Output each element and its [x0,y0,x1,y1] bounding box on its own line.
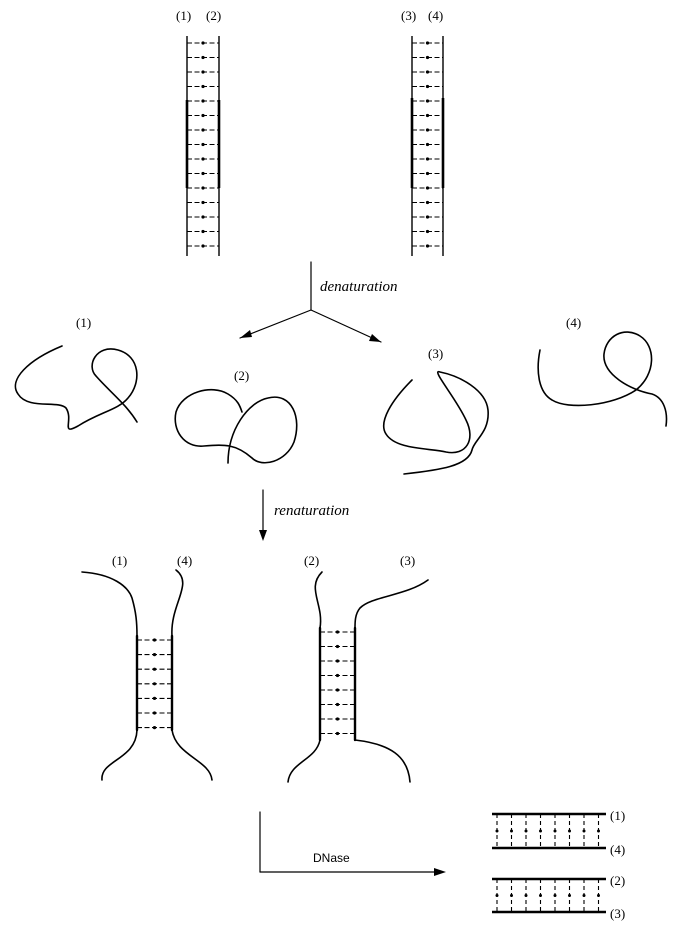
single-strand-1-label: (1) [76,315,91,330]
product-b-base-pair-6-bond-dot [568,894,571,897]
product-a-base-pair-8-bond-dot [597,829,600,833]
duplex-b-base-pair-12-bond-dot [425,200,430,205]
product-b-base-pair-8-bond-dot [597,894,600,897]
duplex-b-base-pair-10-bond-dot [425,171,430,176]
duplex-b-base-pair-1-bond-dot [425,41,430,45]
single-strand-4-label: (4) [566,315,581,330]
denaturation-label: denaturation [320,279,398,295]
hybrid-2-3-base-pair-8-bond-dot [335,731,340,736]
duplex-b-base-pair-15-bond-dot [425,244,430,248]
product-a-base-pair-4-bond-dot [539,829,542,833]
product-duplex-2-3 [492,877,606,914]
duplex-b-base-pair-13-bond-dot [425,215,430,219]
hybrid-2-3-base-pair-7-bond-dot [335,717,340,721]
single-strand-2 [174,388,298,464]
single-strand-3-label: (3) [428,346,443,361]
product-a-base-pair-6-bond-dot [568,829,571,833]
hybrid-2-3-left-label: (2) [304,553,319,568]
product-a-base-pair-7-bond-dot [582,829,586,833]
hybrid-2-3-right-label: (3) [400,553,415,568]
product-strand-4-label: (4) [610,842,625,857]
product-b-base-pair-3-bond-dot [524,894,528,897]
single-strand-2-label: (2) [234,368,249,383]
product-duplex-1-4 [492,812,606,850]
hybrid-2-3-base-pair-2-bond-dot [335,644,340,649]
hybrid-2-3 [287,571,429,783]
single-strand-1 [14,345,138,430]
duplex-a-base-pair-1-bond-dot [201,41,205,45]
product-b-base-pair-1-bond-dot [495,894,499,897]
product-b-base-pair-4-bond-dot [539,894,542,897]
product-strand-3-label: (3) [610,906,625,921]
product-b-base-pair-7-bond-dot [582,894,586,897]
hybrid-1-4-base-pair-7-bond-dot [152,726,157,730]
product-strand-2-label: (2) [610,873,625,888]
duplex-b-base-pair-8-bond-dot [425,142,430,147]
renaturation-arrow [259,489,267,541]
duplex-b-base-pair-11-bond-dot [425,186,430,190]
duplex-b-base-pair-2-bond-dot [425,55,430,60]
product-a-base-pair-2-bond-dot [510,829,513,833]
duplex-a-base-pair-6-bond-dot [201,113,205,118]
product-strand-1-label: (1) [610,808,625,823]
duplex-a-base-pair-13-bond-dot [201,215,205,219]
duplex-a-strand1-label: (1) [176,8,191,23]
duplex-a-base-pair-2-bond-dot [201,55,205,60]
duplex-b-base-pair-5-bond-dot [425,99,430,103]
hybrid-1-4-left-label: (1) [112,553,127,568]
renaturation-label: renaturation [274,503,349,519]
duplex-a-base-pair-5-bond-dot [201,99,205,103]
duplex-b-base-pair-9-bond-dot [425,157,430,161]
duplex-b-strand4-label: (4) [428,8,443,23]
duplex-a-base-pair-10-bond-dot [201,171,205,176]
hybrid-1-4-right-label: (4) [177,553,192,568]
hybrid-1-4-base-pair-2-bond-dot [152,653,157,657]
duplex-b-strand3-label: (3) [401,8,416,23]
duplex-a-base-pair-11-bond-dot [201,186,205,190]
duplex-a-base-pair-3-bond-dot [201,70,205,74]
hybrid-1-4-base-pair-1-bond-dot [152,638,157,642]
duplex-b-base-pair-14-bond-dot [425,229,430,234]
product-a-base-pair-1-bond-dot [495,829,499,833]
duplex-a-base-pair-4-bond-dot [201,84,205,89]
product-b-base-pair-5-bond-dot [553,894,557,897]
duplex-3-4 [410,36,445,256]
hybrid-2-3-base-pair-1-bond-dot [335,630,340,634]
hybrid-1-4-base-pair-3-bond-dot [152,667,157,671]
duplex-b-base-pair-3-bond-dot [425,70,430,74]
dnase-label: DNase [313,851,350,865]
single-strand-4 [537,331,668,427]
duplex-a-strand2-label: (2) [206,8,221,23]
duplex-a-base-pair-12-bond-dot [201,200,205,205]
hybrid-1-4-base-pair-6-bond-dot [152,711,157,715]
duplex-a-base-pair-14-bond-dot [201,229,205,234]
hybrid-2-3-base-pair-3-bond-dot [335,659,340,663]
product-b-base-pair-2-bond-dot [510,894,513,897]
product-a-base-pair-5-bond-dot [553,829,557,833]
duplex-b-base-pair-6-bond-dot [425,113,430,118]
duplex-b-base-pair-7-bond-dot [425,128,430,132]
duplex-b-base-pair-4-bond-dot [425,84,430,89]
hybrid-2-3-base-pair-4-bond-dot [335,673,340,678]
duplex-a-base-pair-15-bond-dot [201,244,205,248]
duplex-a-base-pair-9-bond-dot [201,157,205,161]
duplex-a-base-pair-7-bond-dot [201,128,205,132]
dnase-arrow [259,811,446,876]
hybrid-1-4 [81,569,213,781]
single-strand-3 [382,371,489,475]
hybrid-2-3-base-pair-5-bond-dot [335,688,340,692]
denaturation-arrow [239,261,382,343]
hybrid-2-3-base-pair-6-bond-dot [335,702,340,707]
product-a-base-pair-3-bond-dot [524,829,528,833]
hybrid-1-4-base-pair-5-bond-dot [152,696,157,701]
duplex-a-base-pair-8-bond-dot [201,142,205,147]
hybrid-1-4-base-pair-4-bond-dot [152,682,157,686]
duplex-1-2 [185,36,221,256]
